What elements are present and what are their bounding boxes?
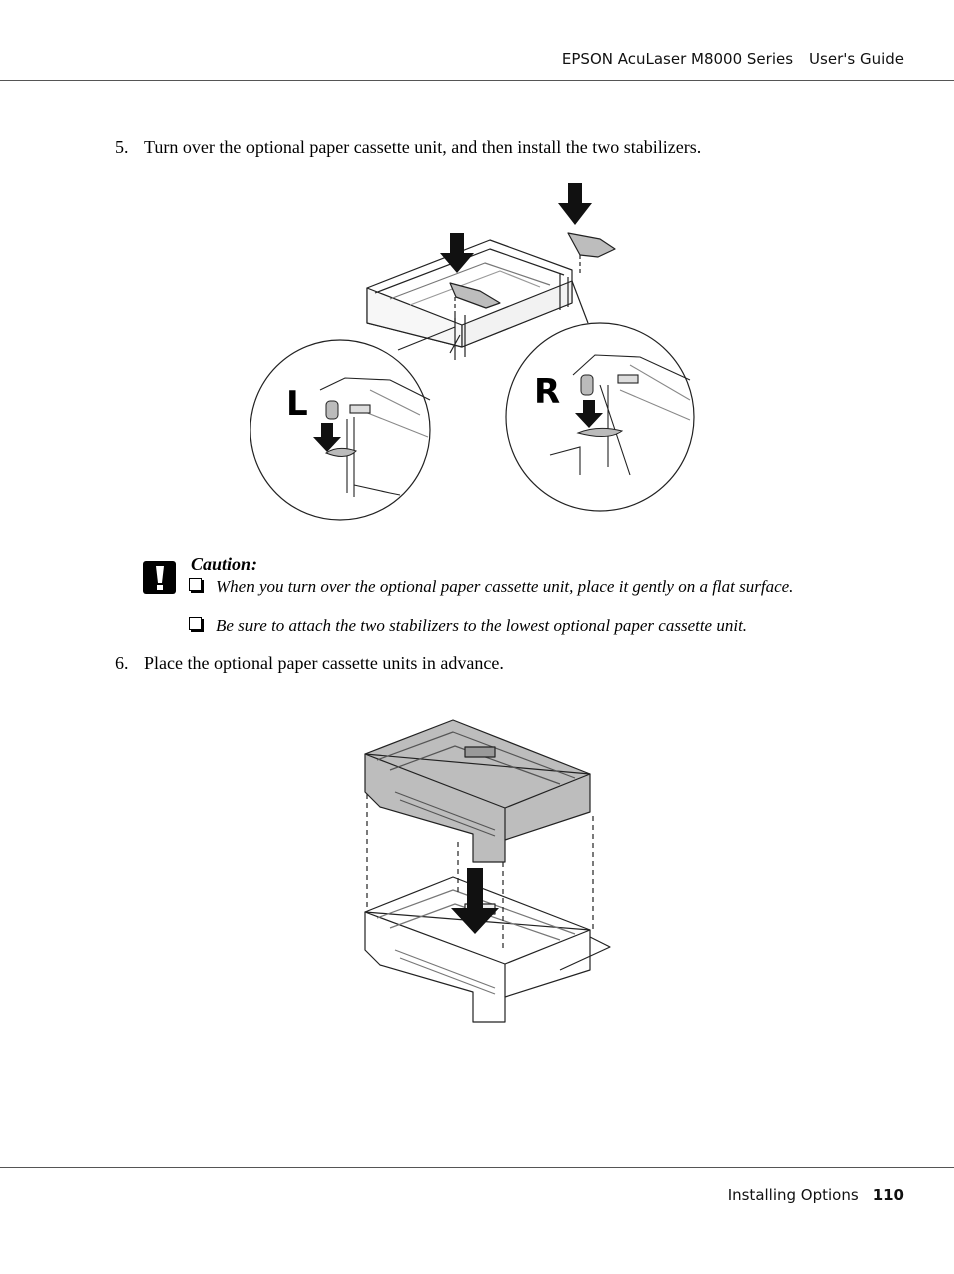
step-6: 6. Place the optional paper cassette unit…	[115, 653, 504, 674]
footer-rule	[0, 1167, 954, 1168]
caution-item-text: Be sure to attach the two stabilizers to…	[216, 616, 748, 635]
step-5: 5. Turn over the optional paper cassette …	[115, 137, 701, 158]
page-header: EPSON AcuLaser M8000 Series User's Guide	[562, 50, 904, 68]
header-guide: User's Guide	[809, 50, 904, 68]
step-text: Turn over the optional paper cassette un…	[144, 137, 702, 157]
arrow-down-icon	[558, 183, 592, 225]
arrow-down-icon	[440, 233, 474, 273]
step-number: 5.	[115, 137, 129, 157]
page-footer: Installing Options 110	[728, 1186, 904, 1204]
caution-title: Caution:	[191, 554, 258, 574]
caution-item: When you turn over the optional paper ca…	[189, 577, 793, 597]
footer-section: Installing Options	[727, 1186, 859, 1204]
arrow-down-icon	[451, 868, 499, 934]
cassette-stacking-figure	[364, 719, 611, 1023]
caution-item-text: When you turn over the optional paper ca…	[216, 577, 794, 596]
step-number: 6.	[115, 653, 129, 673]
right-callout-label: R	[534, 372, 560, 412]
step-text: Place the optional paper cassette units …	[144, 653, 504, 673]
stabilizer-install-figure: L R	[250, 183, 695, 521]
header-rule	[0, 80, 954, 81]
left-callout-label: L	[286, 384, 308, 424]
checkbox-bullet-icon	[189, 617, 202, 630]
caution-icon	[143, 561, 176, 594]
caution-item: Be sure to attach the two stabilizers to…	[189, 616, 747, 636]
page-number: 110	[872, 1186, 904, 1204]
header-product: EPSON AcuLaser M8000 Series	[561, 50, 794, 68]
checkbox-bullet-icon	[189, 578, 202, 591]
